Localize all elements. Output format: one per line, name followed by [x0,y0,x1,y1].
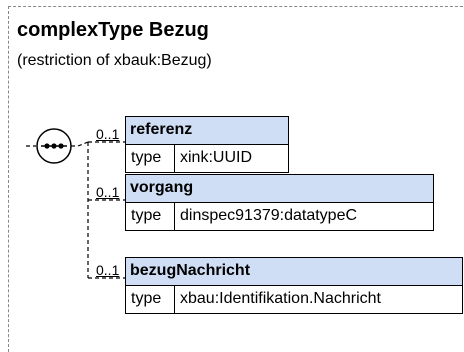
element-box-referenz[interactable]: referenz type xink:UUID [125,116,289,173]
occurrence-label: 0..1 [96,262,120,278]
diagram-frame [8,6,464,352]
type-value: xbau:Identifikation.Nachricht [180,290,381,307]
element-name: bezugNachricht [126,258,462,286]
type-value: dinspec91379:datatypeC [180,207,358,224]
type-row: type xink:UUID [126,145,288,173]
type-row: type dinspec91379:datatypeC [126,203,433,231]
element-name: vorgang [126,175,433,203]
occurrence-label: 0..1 [96,126,120,142]
type-label: type [126,286,175,314]
diagram-subtitle: (restriction of xbauk:Bezug) [17,52,212,69]
sequence-compositor-icon [36,128,72,164]
diagram-title: complexType Bezug [17,19,209,41]
type-label: type [126,203,175,231]
occurrence-label: 0..1 [96,184,120,200]
element-box-vorgang[interactable]: vorgang type dinspec91379:datatypeC [125,174,434,231]
element-name: referenz [126,117,288,145]
type-label: type [126,145,175,173]
element-box-bezugNachricht[interactable]: bezugNachricht type xbau:Identifikation.… [125,257,463,314]
connector-lines [26,128,125,279]
type-value: xink:UUID [180,149,253,166]
type-row: type xbau:Identifikation.Nachricht [126,286,462,314]
